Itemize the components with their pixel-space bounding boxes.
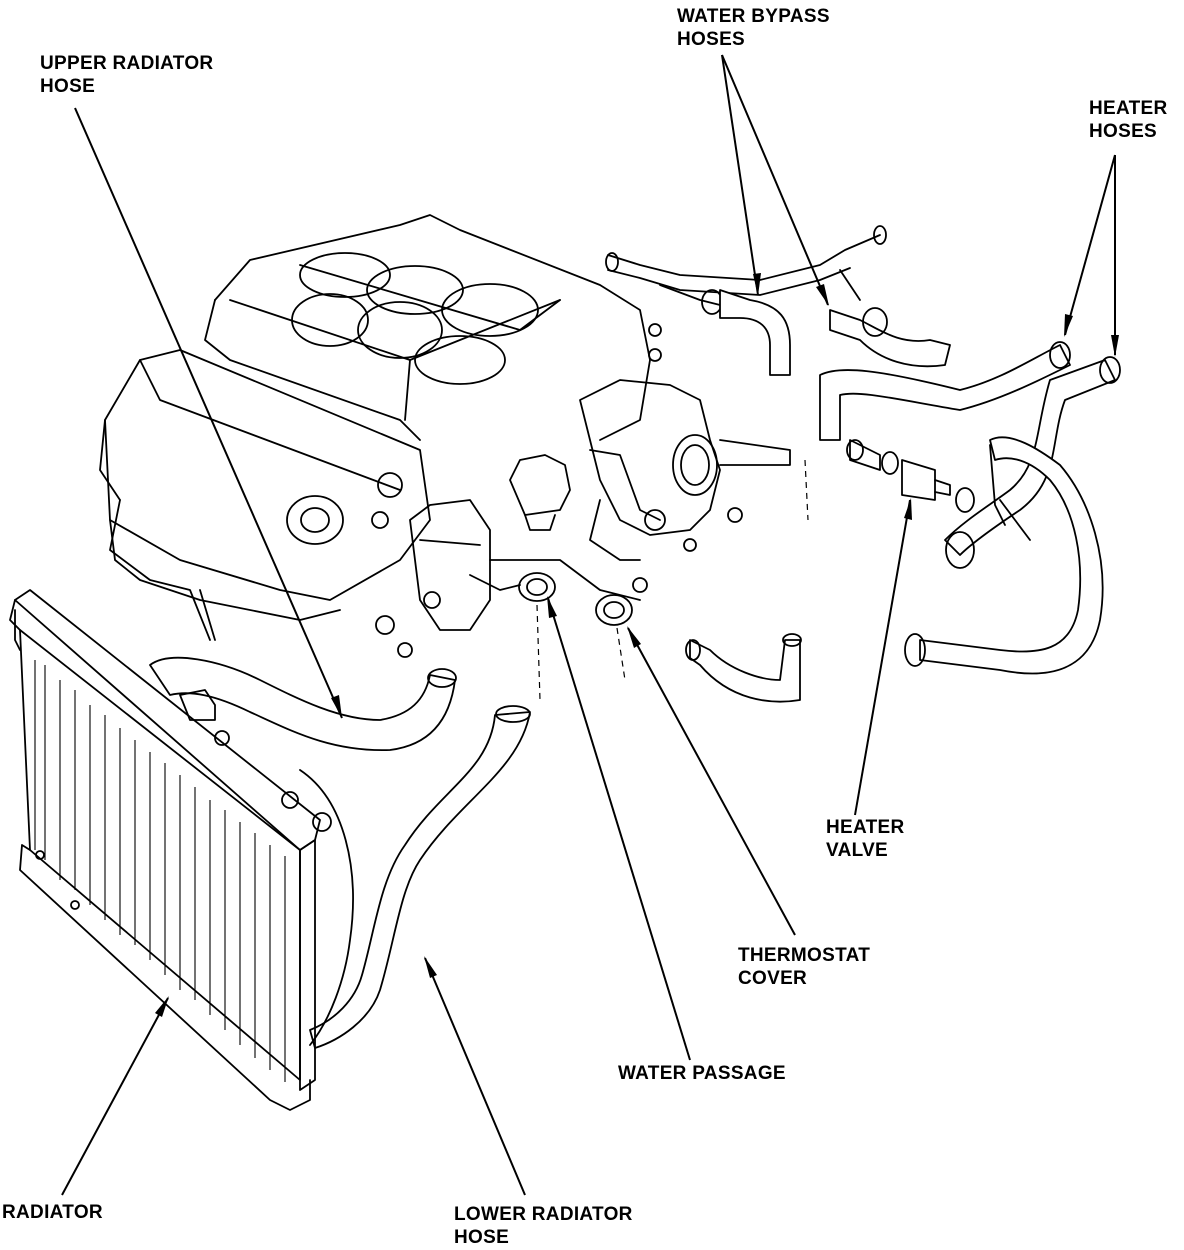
arrowhead [816,284,829,306]
label-radiator: RADIATOR [2,1201,103,1224]
label-line: THERMOSTAT [738,945,871,966]
leader-heater-hose-1 [1064,154,1116,336]
label-line: HOSES [1089,121,1158,142]
label-line: HOSE [454,1227,510,1248]
label-thermostat-cover: THERMOSTAT COVER [738,944,870,990]
leader-upper-radiator-hose [74,107,343,719]
heater-valve [846,439,975,513]
arrowhead [155,996,169,1017]
leader-lines [61,54,1119,1196]
arrowhead [1111,335,1119,357]
leader-radiator [61,997,169,1196]
label-line: WATER BYPASS [677,6,830,27]
radiator [9,589,354,1111]
upper-radiator-hose [149,656,457,751]
label-line: LOWER RADIATOR [454,1204,633,1225]
label-lower-radiator-hose: LOWER RADIATOR HOSE [454,1203,633,1249]
engine-block [99,214,809,701]
arrowhead [627,626,641,648]
water-bypass-hoses [605,225,951,376]
arrowhead [547,596,557,618]
label-line: WATER PASSAGE [618,1063,786,1084]
loose-hose [685,633,802,703]
label-line: HEATER [826,817,905,838]
arrowhead [331,695,342,718]
label-line: HEATER [1089,98,1168,119]
label-heater-valve: HEATER VALVE [826,816,905,862]
label-upper-radiator-hose: UPPER RADIATOR HOSE [40,52,213,98]
arrowhead [753,273,761,296]
arrowhead [1064,314,1073,337]
leader-thermostat-cover [627,627,796,936]
lower-radiator-hose [309,705,531,1049]
heater-hoses [819,341,1121,675]
label-line: HOSES [677,29,746,50]
arrowhead [904,498,912,520]
leader-water-bypass-2 [721,54,829,306]
label-line: UPPER RADIATOR [40,53,214,74]
arrowhead [424,956,437,978]
label-line: HOSE [40,76,96,97]
label-line: VALVE [826,840,889,861]
label-line: COVER [738,968,808,989]
label-heater-hoses: HEATER HOSES [1089,97,1168,143]
label-line: RADIATOR [2,1202,103,1223]
label-water-bypass-hoses: WATER BYPASS HOSES [677,5,830,51]
leader-water-bypass-1 [721,54,759,296]
leader-lower-radiator-hose [424,957,526,1196]
leader-heater-valve [854,499,911,816]
label-water-passage: WATER PASSAGE [618,1062,786,1085]
leader-water-passage [547,597,691,1061]
